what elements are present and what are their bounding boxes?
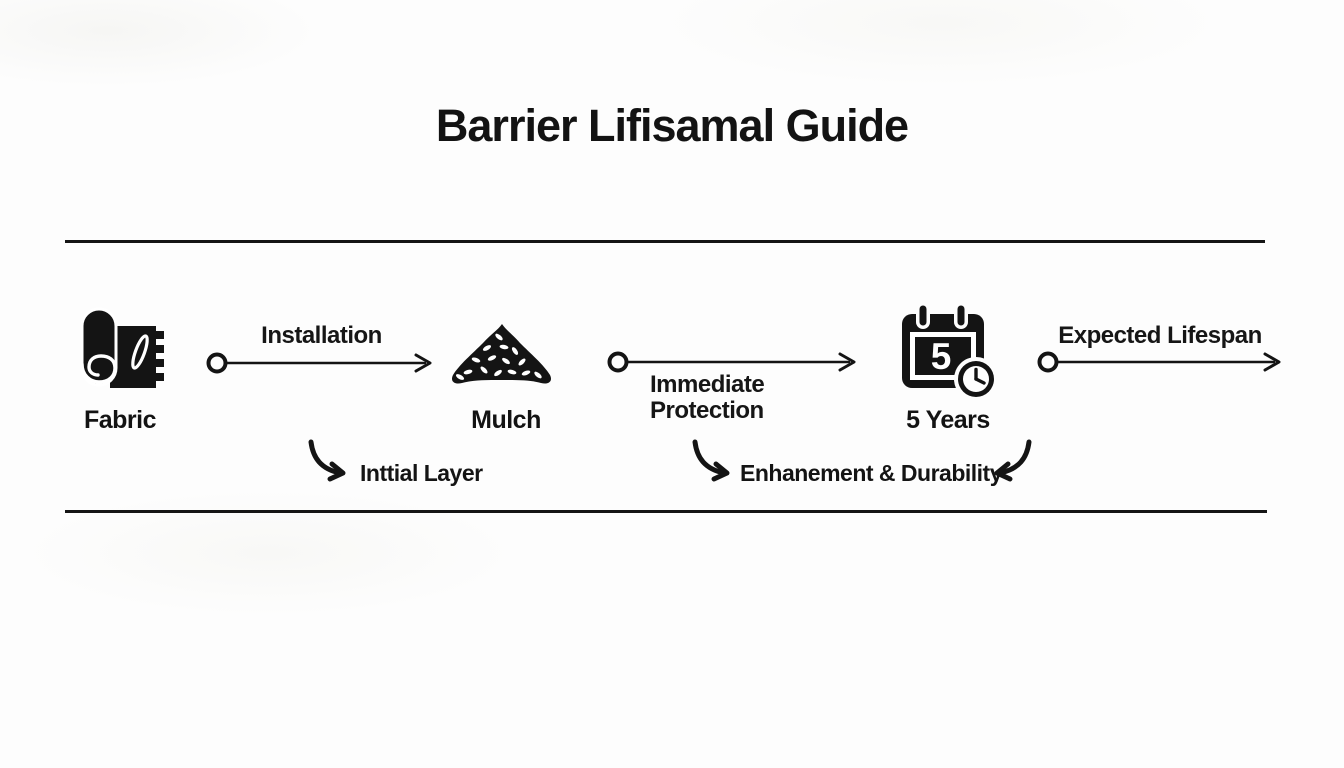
calendar-number: 5 <box>931 336 952 377</box>
arrow-label-expected-lifespan: Expected Lifespan <box>1058 322 1262 349</box>
step-label-mulch: Mulch <box>471 406 541 434</box>
arrow-label-immediate-protection: Immediate Protection <box>650 371 765 424</box>
step-label-fabric: Fabric <box>83 406 157 434</box>
curved-arrow-down-left-icon <box>986 438 1038 484</box>
annotation-inttial-layer: Inttial Layer <box>360 460 483 486</box>
page-title: Barrier Lifisamal Guide <box>435 100 909 151</box>
curved-arrow-down-right-icon <box>686 438 738 484</box>
step-label-5-years: 5 Years <box>906 406 990 434</box>
top-divider <box>65 240 1265 243</box>
calendar-clock-icon: 5 <box>896 300 1000 404</box>
fabric-roll-icon <box>72 304 176 396</box>
mulch-pile-icon <box>446 320 558 390</box>
flow-arrow-immediate-protection <box>605 349 863 375</box>
arrow-label-installation: Installation <box>261 322 382 349</box>
flow-arrow-expected-lifespan <box>1035 349 1285 375</box>
flow-arrow-installation <box>204 350 439 376</box>
annotation-enhanement-durability: Enhanement & Durability <box>740 460 1002 486</box>
bottom-divider <box>65 510 1267 513</box>
curved-arrow-down-right-icon <box>302 438 354 484</box>
